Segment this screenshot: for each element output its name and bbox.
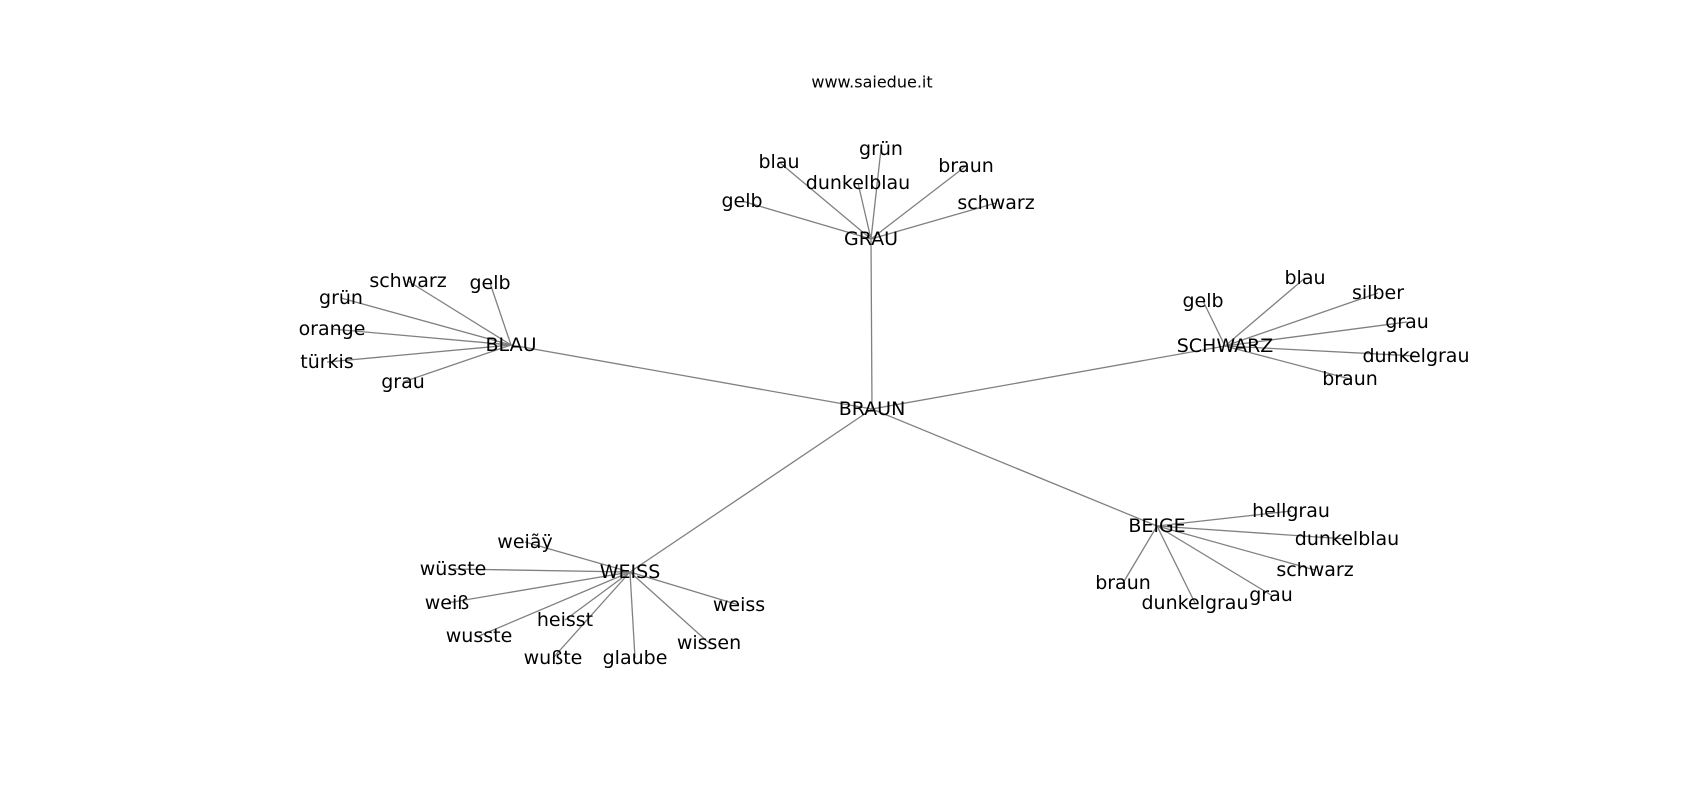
hub-node-braun: BRAUN bbox=[839, 398, 906, 420]
edge-blau-blau_orange bbox=[331, 328, 512, 346]
leaf-node-weiss_weiss_sz: weiß bbox=[425, 592, 470, 614]
edge-weiss-weiss_wuesste bbox=[452, 568, 631, 573]
leaf-node-beige_dunkelblau: dunkelblau bbox=[1295, 528, 1399, 550]
leaf-node-schwarz_gelb: gelb bbox=[1182, 290, 1223, 312]
edge-braun-schwarz bbox=[871, 345, 1226, 410]
edge-weiss-weiss_wissen bbox=[629, 571, 710, 644]
edge-beige-beige_schwarz bbox=[1156, 525, 1316, 571]
edge-beige-beige_dunkelgrau bbox=[1156, 525, 1196, 604]
leaf-node-grau_gruen: grün bbox=[859, 138, 903, 160]
leaf-node-grau_braun: braun bbox=[938, 155, 994, 177]
edge-blau-blau_tuerkis bbox=[326, 344, 512, 363]
edge-schwarz-schwarz_grau bbox=[1224, 321, 1408, 347]
leaf-node-weiss_wusste_sz: wußte bbox=[524, 647, 583, 669]
leaf-node-weiss_weiss: weiss bbox=[713, 594, 765, 616]
hub-node-blau: BLAU bbox=[486, 334, 537, 356]
edge-grau-grau_braun bbox=[870, 165, 967, 240]
leaf-node-beige_hellgrau: hellgrau bbox=[1252, 500, 1330, 522]
leaf-node-blau_tuerkis: türkis bbox=[300, 351, 353, 373]
edge-schwarz-schwarz_braun bbox=[1224, 345, 1351, 380]
edge-weiss-weiss_wusste_sz bbox=[552, 571, 631, 659]
edge-weiss-weiss_weiss bbox=[629, 571, 740, 606]
edge-grau-grau_gelb bbox=[741, 200, 872, 240]
leaf-node-weiss_weiaey: weiãÿ bbox=[497, 531, 552, 553]
edge-weiss-weiss_weiaey bbox=[524, 541, 631, 573]
edge-weiss-weiss_glaube bbox=[629, 571, 636, 659]
edge-beige-beige_hellgrau bbox=[1156, 510, 1292, 527]
leaf-node-beige_dunkelgrau: dunkelgrau bbox=[1142, 592, 1249, 614]
edge-weiss-weiss_wusste bbox=[478, 571, 631, 637]
leaf-node-blau_orange: orange bbox=[299, 318, 366, 340]
hub-node-weiss: WEISS bbox=[600, 561, 661, 583]
edge-braun-blau bbox=[510, 344, 873, 410]
leaf-node-weiss_wissen: wissen bbox=[677, 632, 741, 654]
edge-schwarz-schwarz_dunkelgrau bbox=[1224, 345, 1417, 357]
leaf-node-grau_gelb: gelb bbox=[721, 190, 762, 212]
edge-beige-beige_grau bbox=[1156, 525, 1272, 596]
leaf-node-grau_dunkelblau: dunkelblau bbox=[806, 172, 910, 194]
leaf-node-weiss_heisst: heisst bbox=[537, 609, 593, 631]
edge-schwarz-schwarz_silber bbox=[1224, 292, 1379, 347]
leaf-node-schwarz_braun: braun bbox=[1322, 368, 1378, 390]
edge-braun-beige bbox=[871, 408, 1158, 527]
leaf-node-grau_schwarz: schwarz bbox=[957, 192, 1034, 214]
edge-blau-blau_gruen bbox=[340, 297, 512, 346]
edge-grau-grau_blau bbox=[778, 161, 872, 240]
edge-grau-grau_schwarz bbox=[870, 202, 997, 240]
edge-schwarz-schwarz_gelb bbox=[1202, 300, 1226, 347]
leaf-node-schwarz_dunkelgrau: dunkelgrau bbox=[1363, 345, 1470, 367]
watermark-text: www.saiedue.it bbox=[811, 73, 932, 92]
graph-edges bbox=[326, 148, 1417, 659]
edge-braun-grau bbox=[870, 238, 873, 410]
leaf-node-blau_gruen: grün bbox=[319, 287, 363, 309]
leaf-node-weiss_wusste: wusste bbox=[446, 625, 513, 647]
hub-node-beige: BEIGE bbox=[1128, 515, 1185, 537]
edge-grau-grau_gruen bbox=[870, 148, 882, 240]
edge-blau-blau_schwarz bbox=[407, 280, 512, 346]
leaf-node-grau_blau: blau bbox=[758, 151, 799, 173]
leaf-node-weiss_glaube: glaube bbox=[603, 647, 668, 669]
leaf-node-blau_schwarz: schwarz bbox=[369, 270, 446, 292]
edge-braun-weiss bbox=[629, 408, 873, 573]
edge-schwarz-schwarz_blau bbox=[1224, 277, 1306, 347]
leaf-node-beige_schwarz: schwarz bbox=[1276, 559, 1353, 581]
leaf-node-schwarz_grau: grau bbox=[1385, 311, 1429, 333]
edge-weiss-weiss_weiss_sz bbox=[446, 571, 631, 604]
edge-grau-grau_dunkelblau bbox=[857, 182, 872, 240]
hub-node-grau: GRAU bbox=[844, 228, 898, 250]
edge-beige-beige_dunkelblau bbox=[1156, 525, 1348, 540]
leaf-node-weiss_wuesste: wüsste bbox=[420, 558, 487, 580]
graph-node-labels: BRAUN GRAU BLAU SCHWARZ WEISS BEIGE blau grün br… bbox=[299, 138, 1470, 669]
leaf-node-schwarz_blau: blau bbox=[1284, 267, 1325, 289]
edge-blau-blau_gelb bbox=[489, 282, 512, 346]
edge-blau-blau_grau bbox=[402, 344, 512, 383]
leaf-node-schwarz_silber: silber bbox=[1352, 282, 1404, 304]
leaf-node-beige_braun: braun bbox=[1095, 572, 1151, 594]
leaf-node-blau_grau: grau bbox=[381, 371, 425, 393]
leaf-node-beige_grau: grau bbox=[1249, 584, 1293, 606]
hub-node-schwarz: SCHWARZ bbox=[1177, 335, 1274, 357]
edge-beige-beige_braun bbox=[1122, 525, 1158, 584]
leaf-node-blau_gelb: gelb bbox=[469, 272, 510, 294]
edge-weiss-weiss_heisst bbox=[564, 571, 631, 621]
